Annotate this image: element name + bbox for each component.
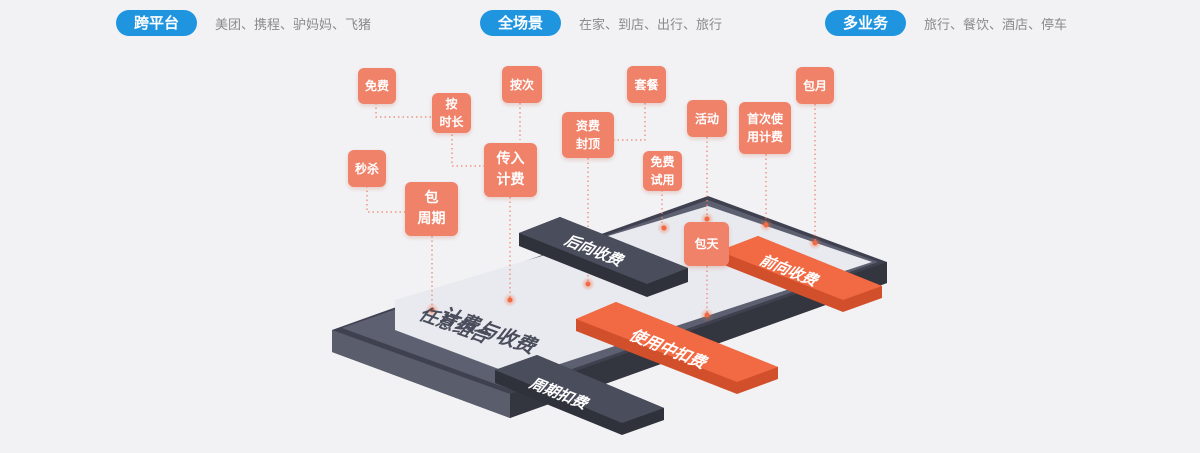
tag-package: 套餐 [627, 66, 666, 103]
feature-multi-business: 多业务 旅行、餐饮、酒店、停车 [825, 10, 1067, 36]
feature-pill: 全场景 [480, 10, 562, 36]
bar-forward-charge [719, 236, 882, 312]
tag-fee-cap: 资费封顶 [562, 112, 614, 158]
tag-free: 免费 [358, 68, 396, 104]
bar-cycle-deduction [495, 355, 664, 435]
tag-free-trial: 免费试用 [643, 151, 682, 191]
bar-backward-charge [519, 217, 688, 297]
tag-flash-sale: 秒杀 [348, 150, 386, 187]
tag-pass-in-billing: 传入计费 [484, 143, 537, 197]
connector-dots [425, 212, 822, 322]
feature-pill: 多业务 [825, 10, 907, 36]
tag-by-duration: 按时长 [432, 93, 471, 133]
bar-in-use-deduction [576, 302, 778, 394]
tag-per-use: 按次 [502, 66, 542, 103]
feature-pill: 跨平台 [116, 10, 198, 36]
connector-lines [366, 103, 816, 313]
tag-daily: 包天 [684, 222, 729, 266]
tag-monthly: 包月 [796, 67, 834, 104]
platform-side-left [332, 330, 510, 418]
feature-desc: 旅行、餐饮、酒店、停车 [924, 17, 1068, 33]
tag-per-cycle: 包周期 [405, 182, 458, 236]
tag-promotion: 活动 [687, 100, 727, 137]
feature-desc: 在家、到店、出行、旅行 [579, 17, 723, 33]
feature-cross-platform: 跨平台 美团、携程、驴妈妈、飞猪 [116, 10, 371, 36]
feature-desc: 美团、携程、驴妈妈、飞猪 [215, 17, 372, 33]
tag-first-use-billing: 首次使用计费 [739, 102, 791, 154]
feature-all-scenarios: 全场景 在家、到店、出行、旅行 [480, 10, 722, 36]
